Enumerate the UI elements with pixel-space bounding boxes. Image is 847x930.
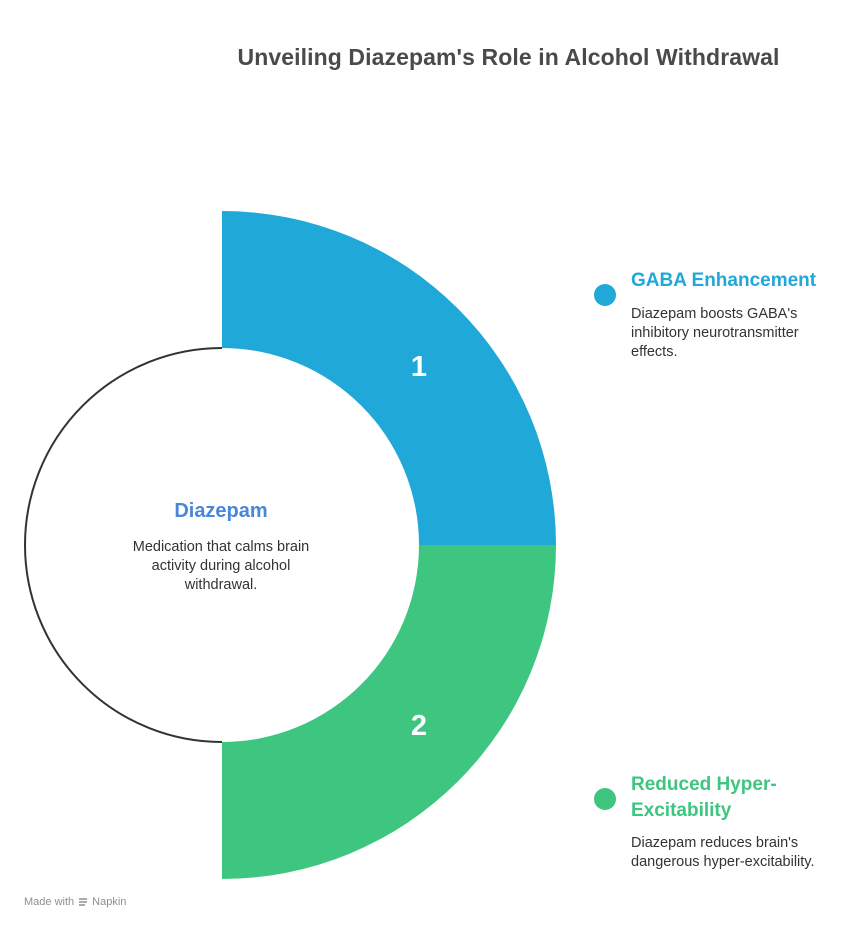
item-1-dot (594, 284, 616, 306)
item-2-dot (594, 788, 616, 810)
segment-1 (222, 211, 556, 545)
center-title: Diazepam (174, 500, 268, 522)
napkin-brand: Napkin (92, 896, 127, 908)
footer: Made with Napkin (24, 896, 126, 908)
made-with-label: Made with (24, 896, 75, 908)
outer-ring-outline (24, 347, 223, 743)
item-1-description: Diazepam boosts GABA's inhibitory neurot… (631, 306, 799, 360)
page-title: Unveiling Diazepam's Role in Alcohol Wit… (237, 44, 780, 70)
item-1-title: GABA Enhancement (631, 270, 817, 291)
segment-1-number: 1 (411, 351, 427, 383)
segment-2-number: 2 (411, 710, 427, 742)
item-2-description: Diazepam reduces brain's dangerous hyper… (631, 835, 815, 870)
item-2-title: Reduced Hyper-Excitability (631, 774, 777, 821)
napkin-icon (77, 896, 89, 908)
segment-2 (222, 545, 556, 879)
center-description: Medication that calms brain activity dur… (132, 539, 310, 593)
